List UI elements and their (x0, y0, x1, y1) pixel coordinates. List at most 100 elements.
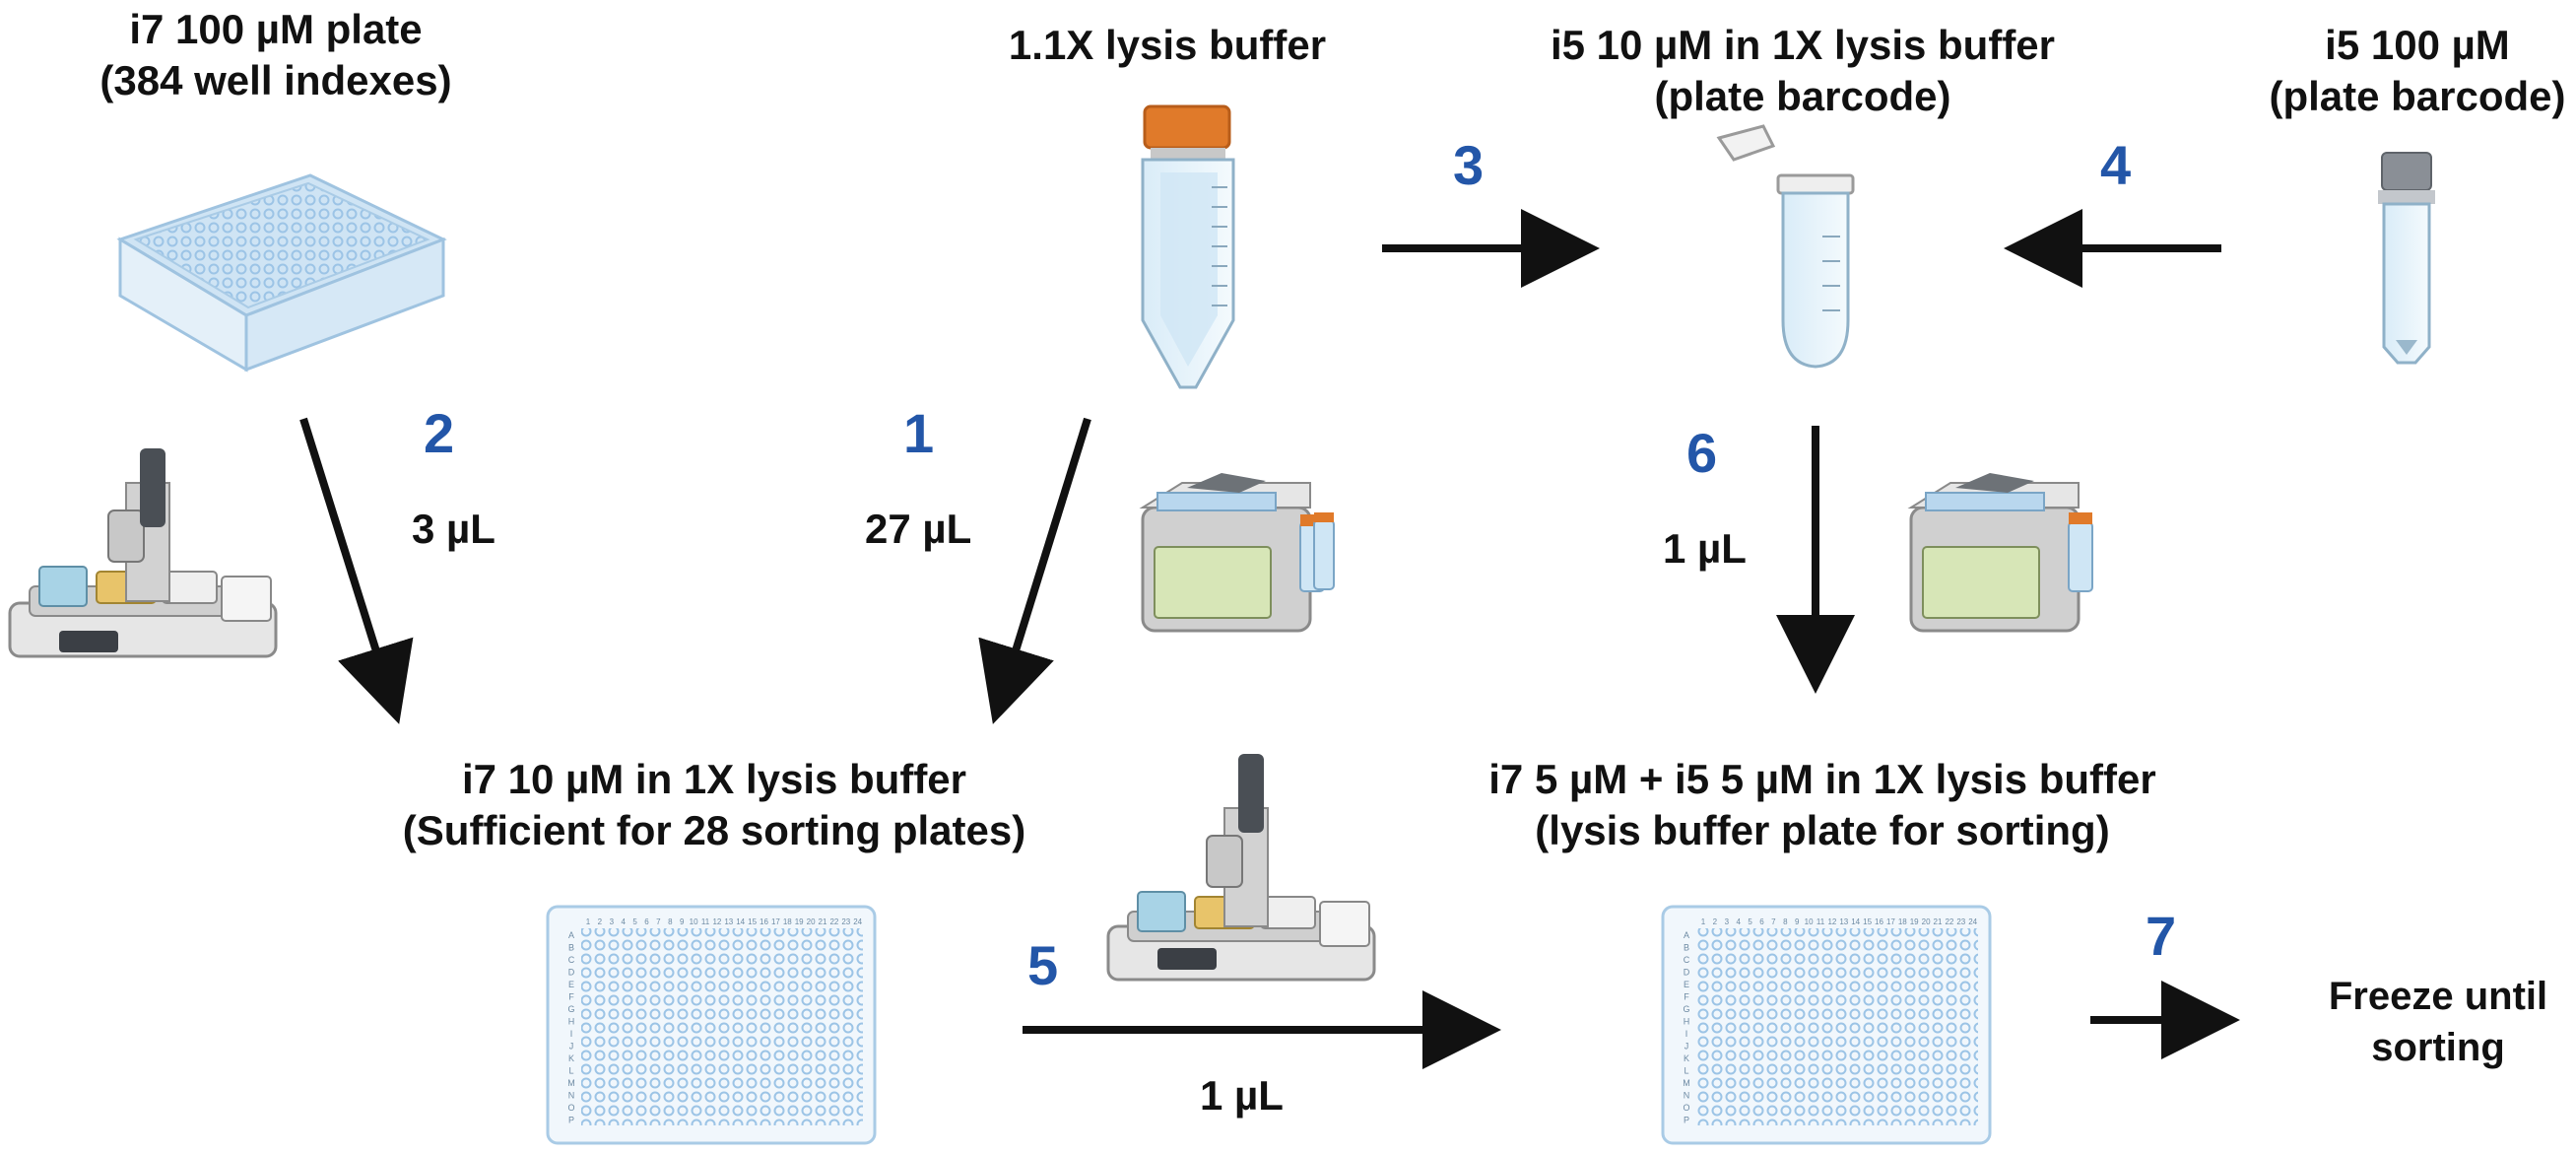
i5-stock-label-line2: (plate barcode) (2269, 73, 2566, 119)
plate-column-label: 23 (841, 917, 850, 926)
plate-column-label: 20 (807, 917, 816, 926)
plate-column-label: 11 (1816, 917, 1825, 926)
i5-stock-tube (2378, 152, 2435, 365)
plate-column-label: 6 (644, 917, 649, 926)
plate-row-label: K (1684, 1053, 1689, 1063)
i7-diluted-label: i7 10 µM in 1X lysis buffer (Sufficient … (374, 754, 1054, 856)
plate-column-label: 5 (1748, 917, 1752, 926)
i5-stock-label: i5 100 µM (plate barcode) (2261, 20, 2574, 122)
plate-row-label: N (1684, 1091, 1690, 1101)
plate-column-label: 8 (668, 917, 673, 926)
arrow-step-1 (978, 417, 1091, 724)
plate-column-label: 14 (1851, 917, 1860, 926)
plate-column-label: 4 (621, 917, 626, 926)
plate-column-label: 22 (829, 917, 838, 926)
i7-plate-label-line2: (384 well indexes) (99, 57, 452, 103)
i5-diluted-tube (1716, 124, 1855, 369)
freeze-label-line1: Freeze until (2328, 975, 2548, 1018)
plate-column-label: 18 (783, 917, 792, 926)
plate-column-label: 19 (1910, 917, 1919, 926)
plate-row-label: D (568, 968, 575, 978)
plate-column-label: 21 (1934, 917, 1943, 926)
plate-row-label: C (1684, 955, 1690, 965)
i7-plate-label: i7 100 µM plate (384 well indexes) (69, 4, 483, 106)
final-plate-label-line2: (lysis buffer plate for sorting) (1535, 807, 2110, 853)
plate-column-label: 6 (1759, 917, 1764, 926)
plate-column-label: 8 (1783, 917, 1788, 926)
plate-column-label: 7 (1771, 917, 1776, 926)
step-number-7: 7 (2146, 905, 2177, 967)
plate-column-label: 16 (1875, 917, 1883, 926)
step-number-4: 4 (2100, 134, 2132, 196)
plate-row-label: O (1683, 1103, 1689, 1113)
plate-row-label: B (568, 943, 574, 953)
plate-column-label: 16 (760, 917, 768, 926)
plate-column-label: 24 (853, 917, 862, 926)
plate-row-label: E (1684, 980, 1689, 989)
plate-row-label: P (1684, 1116, 1689, 1125)
i7-diluted-label-line1: i7 10 µM in 1X lysis buffer (461, 756, 967, 802)
lysis-buffer-label: 1.1X lysis buffer (960, 20, 1374, 71)
plate-row-label: M (567, 1078, 575, 1088)
plate-column-label: 11 (701, 917, 710, 926)
volume-step-6: 1 µL (1663, 525, 1747, 572)
step-number-2: 2 (424, 402, 455, 464)
plate-row-label: I (570, 1029, 573, 1039)
lysis-buffer-label-line1: 1.1X lysis buffer (1008, 22, 1327, 68)
plate-row-label: G (567, 1004, 574, 1014)
plate-row-label: G (1683, 1004, 1689, 1014)
freeze-label: Freeze until sorting (2300, 971, 2576, 1073)
plate-column-label: 19 (795, 917, 804, 926)
plate-row-label: P (568, 1116, 574, 1125)
plate-row-label: H (568, 1017, 575, 1027)
volume-step-1: 27 µL (865, 506, 972, 552)
i7-diluted-plate (546, 905, 877, 1145)
plate-column-label: 5 (632, 917, 637, 926)
plate-dispenser-middle (1139, 473, 1335, 633)
plate-column-label: 4 (1736, 917, 1741, 926)
plate-row-label: J (1684, 1042, 1689, 1052)
plate-row-label: A (1684, 930, 1689, 940)
plate-column-label: 20 (1922, 917, 1931, 926)
plate-column-label: 3 (610, 917, 615, 926)
plate-column-label: 15 (1863, 917, 1872, 926)
plate-row-label: F (568, 992, 574, 1002)
plate-row-label: H (1684, 1017, 1690, 1027)
lysis-buffer-tube (1141, 104, 1235, 389)
plate-column-label: 15 (748, 917, 757, 926)
plate-column-label: 3 (1725, 917, 1730, 926)
plate-row-label: I (1685, 1029, 1688, 1039)
i7-diluted-label-line2: (Sufficient for 28 sorting plates) (402, 807, 1026, 853)
plate-dispenser-right (1907, 473, 2093, 633)
step-number-6: 6 (1686, 422, 1718, 484)
plate-column-label: 12 (1827, 917, 1836, 926)
plate-column-label: 7 (656, 917, 661, 926)
i5-diluted-label-line2: (plate barcode) (1654, 73, 1951, 119)
plate-row-label: J (569, 1042, 574, 1052)
plate-row-label: L (1684, 1066, 1688, 1076)
arrow-step-2 (299, 417, 414, 724)
pipetting-robot-left (8, 448, 278, 658)
plate-column-label: 9 (680, 917, 685, 926)
plate-row-label: A (568, 930, 574, 940)
plate-row-label: L (568, 1066, 573, 1076)
plate-column-label: 1 (586, 917, 591, 926)
i5-diluted-label: i5 10 µM in 1X lysis buffer (plate barco… (1487, 20, 2118, 122)
i7-stock-plate (116, 173, 447, 373)
plate-column-label: 10 (690, 917, 698, 926)
plate-row-label: B (1684, 943, 1689, 953)
plate-row-label: E (568, 980, 574, 989)
final-plate-label-line1: i7 5 µM + i5 5 µM in 1X lysis buffer (1488, 756, 2156, 802)
plate-column-label: 12 (712, 917, 721, 926)
volume-step-2: 3 µL (412, 506, 495, 552)
plate-column-label: 2 (598, 917, 603, 926)
plate-column-label: 1 (1701, 917, 1706, 926)
plate-column-label: 23 (1956, 917, 1965, 926)
pipetting-robot-middle (1106, 754, 1376, 982)
step-number-1: 1 (903, 402, 935, 464)
volume-step-5: 1 µL (1200, 1072, 1284, 1119)
i5-diluted-label-line1: i5 10 µM in 1X lysis buffer (1550, 22, 2056, 68)
plate-row-label: N (568, 1091, 575, 1101)
plate-column-label: 14 (736, 917, 745, 926)
